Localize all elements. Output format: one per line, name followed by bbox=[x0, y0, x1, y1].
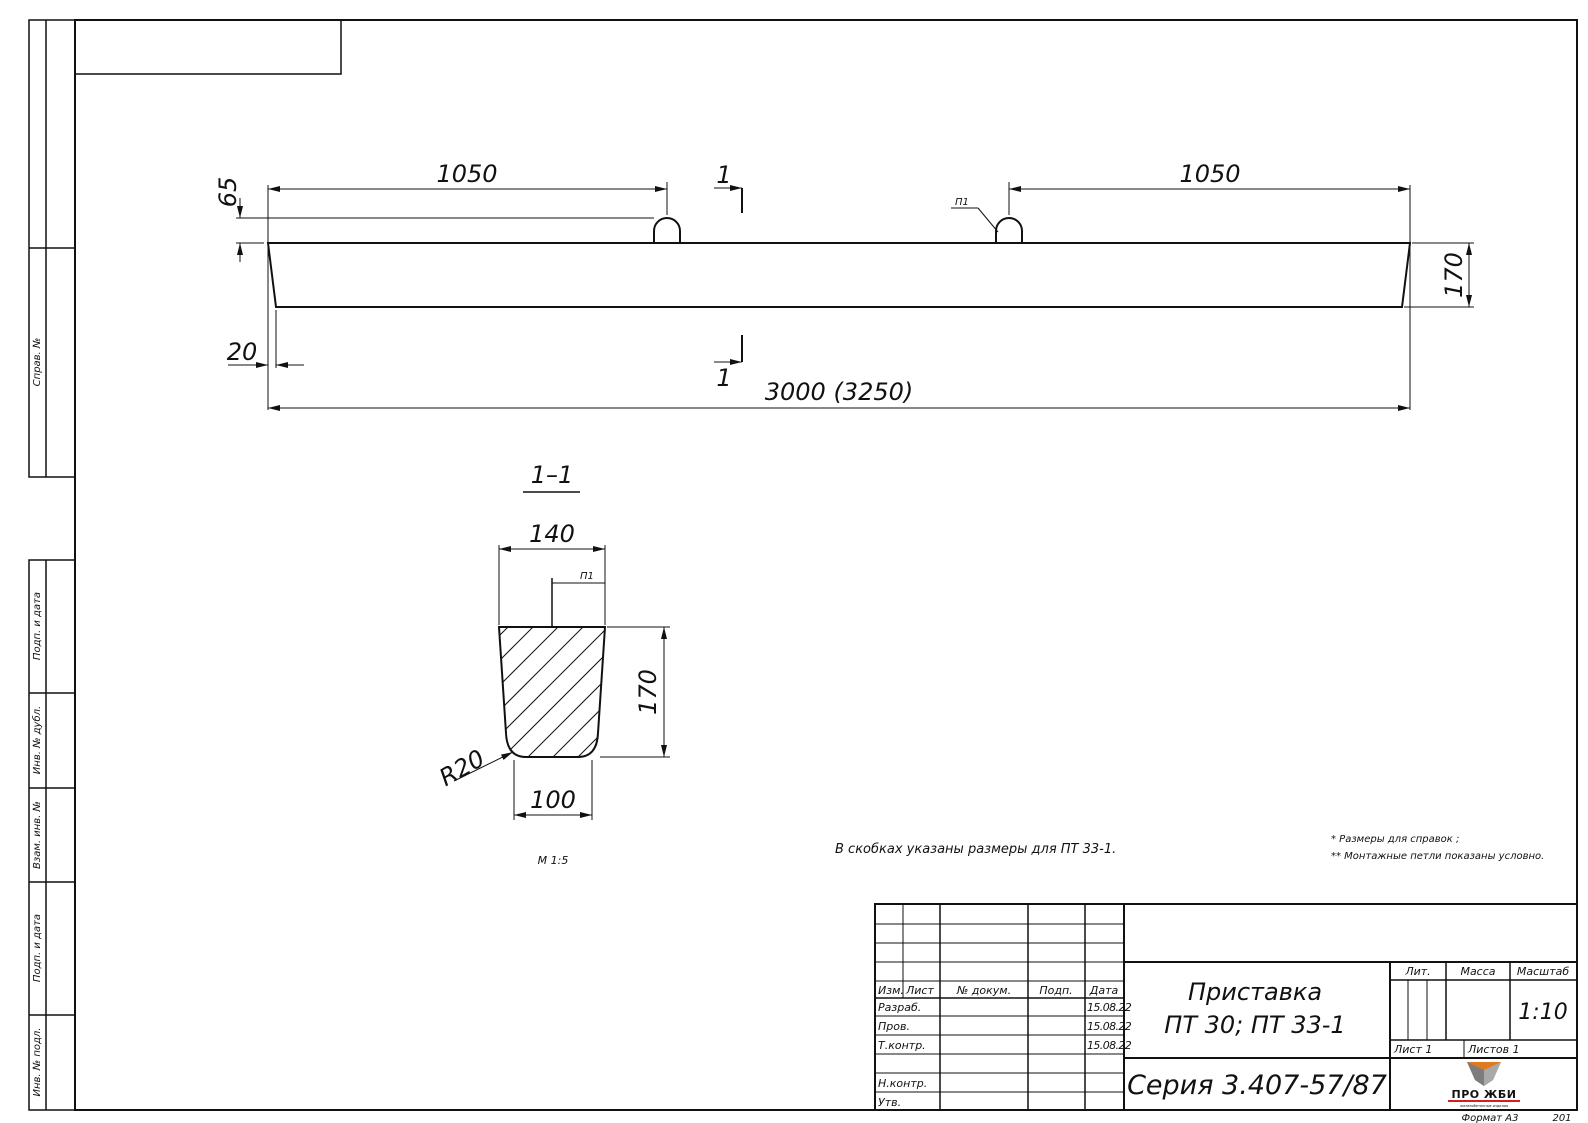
side-label-podp-data-2: Подп. и дата bbox=[32, 914, 43, 982]
date-prov: 15.08.22 bbox=[1087, 1020, 1132, 1033]
section-cut-bottom: 1 bbox=[714, 335, 743, 392]
frame bbox=[28, 19, 1578, 1111]
mass-header: Масса bbox=[1460, 965, 1495, 978]
page-number: 201 bbox=[1552, 1113, 1571, 1123]
dim-right-1050: 1050 bbox=[1179, 160, 1240, 188]
dim-section-height: 170 bbox=[634, 669, 662, 715]
col-podp: Подп. bbox=[1039, 984, 1072, 997]
dim-left-1050: 1050 bbox=[436, 160, 497, 188]
row-nkontr: Н.контр. bbox=[878, 1077, 927, 1090]
dim-20: 20 bbox=[227, 338, 258, 366]
side-label-inv-podl: Инв. № подл. bbox=[32, 1028, 43, 1097]
lifting-loop-left bbox=[653, 217, 681, 243]
section-title: 1–1 bbox=[531, 461, 574, 489]
series-designation: Серия 3.407-57/87 bbox=[1127, 1070, 1387, 1101]
side-label-podp-data-1: Подп. и дата bbox=[32, 592, 43, 660]
row-razrab: Разраб. bbox=[878, 1001, 921, 1014]
section-outline bbox=[497, 626, 607, 758]
dim-65: 65 bbox=[214, 177, 242, 208]
note-2: ** Монтажные петли показаны условно. bbox=[1331, 851, 1544, 862]
lit-header: Лит. bbox=[1404, 965, 1430, 978]
product-name-line-1: Приставка bbox=[1188, 978, 1322, 1006]
elevation-view: 1050 1050 65 170 20 3000 (3250) 1 1 bbox=[214, 160, 1474, 411]
beam-outline bbox=[266, 242, 1412, 308]
section-view: 1–1 П1 140 bbox=[435, 461, 670, 867]
side-label-inv-dubl: Инв. № дубл. bbox=[31, 706, 43, 774]
notes: В скобках указаны размеры для ПТ 33-1. *… bbox=[835, 834, 1544, 862]
dim-total-length: 3000 (3250) bbox=[765, 378, 914, 406]
row-utv: Утв. bbox=[878, 1096, 901, 1109]
product-name-line-2: ПТ 30; ПТ 33-1 bbox=[1164, 1011, 1345, 1039]
footer: Формат А3 201 bbox=[1462, 1113, 1572, 1123]
dim-top-width: 140 bbox=[529, 520, 575, 548]
col-doc: № докум. bbox=[956, 984, 1011, 997]
svg-text:железобетонные изделия: железобетонные изделия bbox=[1460, 1104, 1508, 1108]
side-label-sprav: Справ. № bbox=[32, 338, 43, 387]
date-tkontr: 15.08.22 bbox=[1087, 1039, 1132, 1052]
note-1: * Размеры для справок ; bbox=[1331, 834, 1459, 845]
row-tkontr: Т.контр. bbox=[878, 1039, 926, 1052]
radius-label: R20 bbox=[435, 744, 490, 792]
side-label-vzam-inv: Взам. инв. № bbox=[32, 801, 43, 869]
col-list: Лист bbox=[905, 984, 934, 997]
col-data: Дата bbox=[1089, 984, 1119, 997]
scale-value: 1:10 bbox=[1518, 1000, 1567, 1025]
section-mark-bottom: 1 bbox=[716, 364, 731, 392]
lifting-loop-right bbox=[995, 217, 1023, 243]
dim-170: 170 bbox=[1440, 252, 1468, 298]
section-mark-top: 1 bbox=[716, 161, 731, 189]
loop-label-section: П1 bbox=[580, 571, 594, 582]
date-razrab: 15.08.22 bbox=[1087, 1001, 1132, 1014]
col-izm: Изм. bbox=[878, 984, 904, 997]
title-block: Изм. Лист № докум. Подп. Дата Разраб. Пр… bbox=[874, 903, 1578, 1111]
loop-label-elevation: П1 bbox=[955, 197, 969, 208]
svg-text:ПРО ЖБИ: ПРО ЖБИ bbox=[1451, 1088, 1516, 1101]
section-cut-top: 1 bbox=[714, 161, 743, 213]
sheet-number: Лист 1 bbox=[1393, 1043, 1432, 1056]
dim-bottom-width: 100 bbox=[530, 786, 576, 814]
paper-format: Формат А3 bbox=[1462, 1113, 1519, 1123]
sheets-total: Листов 1 bbox=[1467, 1043, 1520, 1056]
scale-header: Масштаб bbox=[1517, 965, 1569, 978]
top-stamp-box bbox=[74, 19, 342, 75]
company-logo: ПРО ЖБИ железобетонные изделия bbox=[1448, 1062, 1520, 1108]
side-stamp-labels: Справ. № Подп. и дата Инв. № дубл. Взам.… bbox=[31, 338, 43, 1097]
brackets-note: В скобках указаны размеры для ПТ 33-1. bbox=[835, 842, 1116, 857]
section-scale: М 1:5 bbox=[538, 854, 569, 867]
row-prov: Пров. bbox=[878, 1020, 910, 1033]
